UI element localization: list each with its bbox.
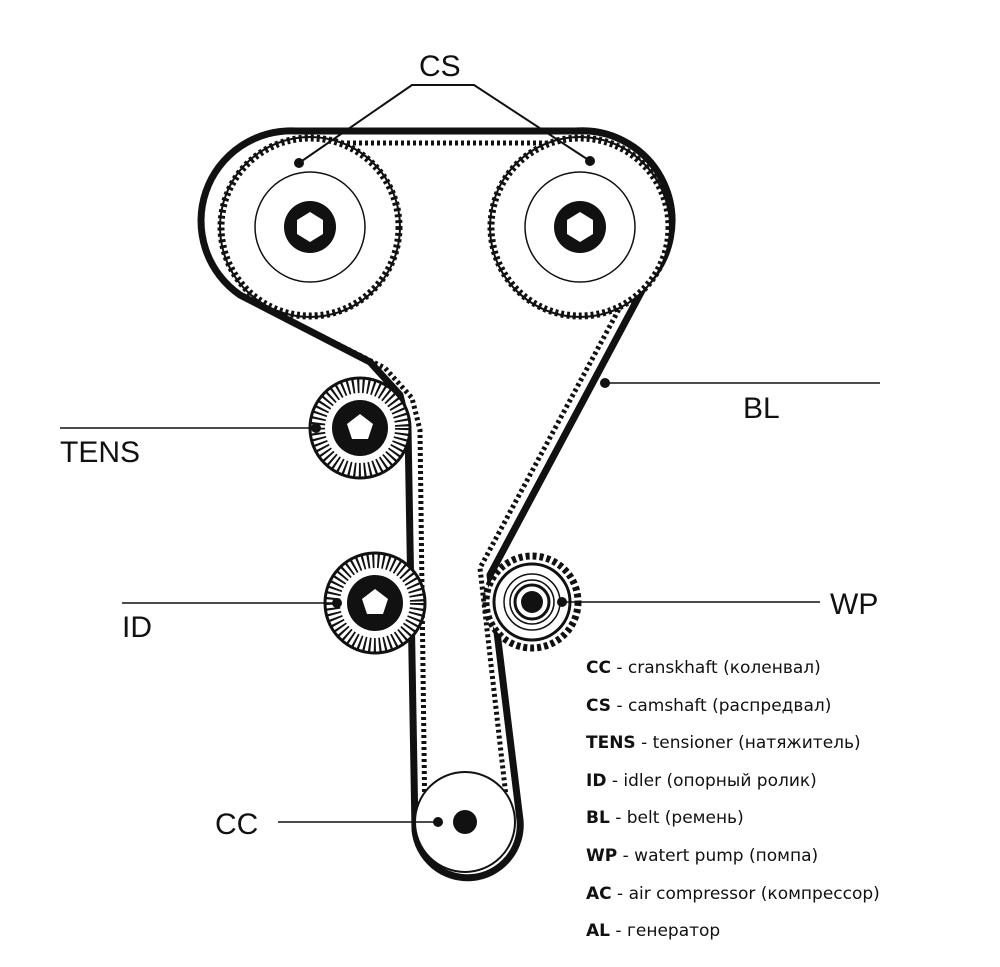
legend-text: - watert pump (помпа) xyxy=(617,845,819,866)
legend-code: CC xyxy=(586,658,611,678)
legend-row-ac: AC - air compressor (компрессор) xyxy=(586,876,880,914)
label-id: ID xyxy=(122,611,152,644)
belt-teeth xyxy=(248,138,669,829)
legend-code: CS xyxy=(586,695,612,716)
legend-text: - генератор xyxy=(610,921,721,942)
legend-code: AL xyxy=(586,921,610,942)
camshaft-pulley-left xyxy=(217,134,403,320)
label-wp: WP xyxy=(830,588,878,621)
label-cs: CS xyxy=(419,50,461,83)
tensioner-pulley xyxy=(308,376,412,480)
legend-text: - belt (ремень) xyxy=(609,808,744,829)
legend-text: - idler (опорный ролик) xyxy=(606,770,817,791)
legend-row-bl: BL - belt (ремень) xyxy=(586,800,880,838)
legend-text: - tensioner (натяжитель) xyxy=(635,733,861,754)
legend-row-cc: CC - cranskhaft (коленвал) xyxy=(586,650,880,688)
legend-code: ID xyxy=(586,770,607,791)
label-bl: BL xyxy=(743,392,780,425)
legend-row-al: AL - генератор xyxy=(586,913,880,951)
label-cc: CC xyxy=(215,808,258,841)
legend-code: BL xyxy=(586,808,610,829)
legend: CC - cranskhaft (коленвал) CS - camshaft… xyxy=(586,650,880,951)
legend-row-tens: TENS - tensioner (натяжитель) xyxy=(586,725,880,763)
timing-belt xyxy=(197,127,676,882)
legend-row-wp: WP - watert pump (помпа) xyxy=(586,838,880,876)
legend-row-id: ID - idler (опорный ролик) xyxy=(586,763,880,801)
label-tens: TENS xyxy=(60,436,140,469)
idler-pulley xyxy=(323,551,427,655)
crankshaft-pulley xyxy=(414,771,516,873)
legend-code: AC xyxy=(586,883,612,904)
legend-text: - air compressor (компрессор) xyxy=(611,883,880,904)
cs-leader xyxy=(298,84,591,164)
legend-text: - cranskhaft (коленвал) xyxy=(610,658,821,678)
water-pump-pulley xyxy=(482,552,582,652)
legend-code: TENS xyxy=(586,733,636,754)
legend-code: WP xyxy=(586,845,618,866)
legend-text: - camshaft (распредвал) xyxy=(611,695,832,716)
camshaft-pulley-right xyxy=(487,134,673,320)
legend-row-cs: CS - camshaft (распредвал) xyxy=(586,688,880,726)
